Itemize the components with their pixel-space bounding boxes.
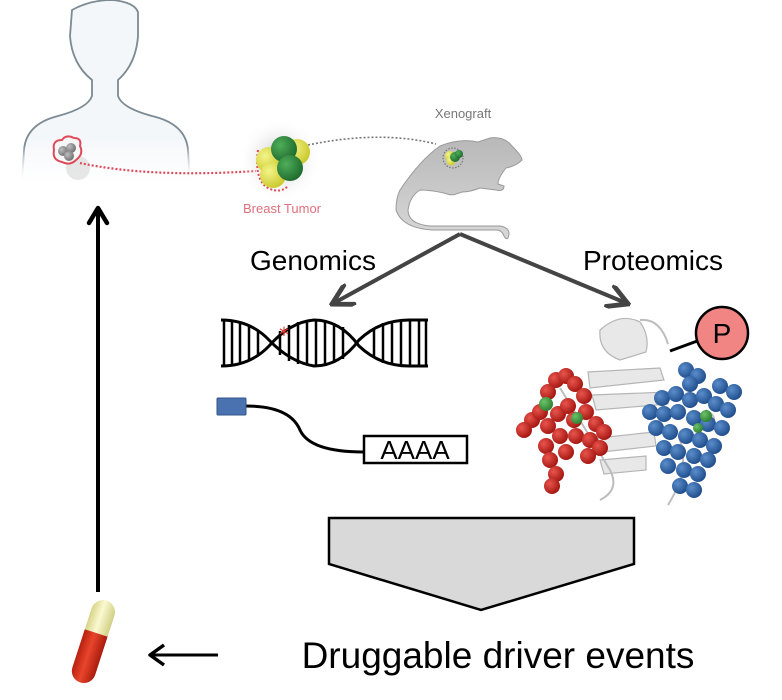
- red-residue-cluster: [516, 368, 612, 494]
- left-arrow: [148, 643, 218, 667]
- phosphate-connector: [669, 338, 701, 353]
- blue-residue-cluster: [642, 362, 742, 498]
- split-arrows: [334, 232, 626, 303]
- protein-structure-icon: [516, 317, 742, 506]
- breast-tumor-label: Breast Tumor: [243, 201, 322, 216]
- dna-double-helix-icon: [220, 318, 428, 368]
- tumor-cell-cluster-icon: [238, 118, 322, 202]
- polya-tail-label: AAAA: [380, 435, 450, 465]
- outcome-label: Druggable driver events: [302, 635, 695, 676]
- genomics-label: Genomics: [250, 245, 376, 276]
- up-arrow: [86, 205, 110, 592]
- xenograft-link-path: [307, 136, 437, 146]
- mutation-star-icon: *: [279, 323, 289, 347]
- funnel-arrow-shape: [327, 516, 636, 612]
- patient-silhouette-icon: [21, 0, 191, 183]
- tumor-link-path: [79, 161, 257, 175]
- xenograft-label: Xenograft: [435, 106, 492, 121]
- phosphate-circle-icon: [694, 305, 750, 361]
- pill-capsule-icon: [71, 600, 115, 683]
- patient-tumor-icon: [52, 135, 90, 180]
- proteomics-label: Proteomics: [583, 245, 723, 276]
- mouse-icon: [395, 137, 523, 240]
- mrna-transcript-icon: [216, 397, 469, 465]
- phosphate-label: P: [713, 318, 732, 349]
